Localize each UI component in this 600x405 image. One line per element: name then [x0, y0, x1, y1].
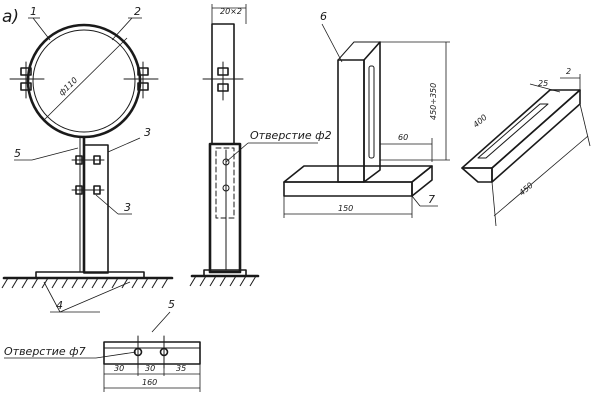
plate-dim-1: 30 — [114, 364, 124, 373]
plate-dim-3: 35 — [176, 364, 186, 373]
angle-thickness-dim: 2 — [566, 67, 571, 76]
hole-note-side: Отверстие ф2 — [250, 129, 332, 142]
angle-profile: 2 25 400 450 — [461, 67, 591, 227]
callout-3-lower: 3 — [124, 201, 131, 214]
callout-2: 2 — [134, 5, 141, 18]
bracket-base-front — [283, 181, 413, 197]
post-bracket — [83, 144, 109, 274]
callout-7: 7 — [428, 193, 435, 206]
plate-dim-2: 30 — [145, 364, 155, 373]
bracket-base-top — [283, 165, 433, 183]
detail-plate — [103, 341, 201, 365]
side-bracket — [208, 142, 242, 274]
callout-4: 4 — [56, 299, 63, 312]
base-width-dim: 150 — [338, 204, 353, 213]
bracket-slot — [368, 65, 375, 159]
plate-detail: 5 Отверстие ф7 30 30 35 160 — [4, 298, 201, 392]
bracket-isometric: 6 450÷350 60 150 7 — [283, 10, 450, 218]
right-clamp-bolt — [123, 61, 159, 99]
left-clamp-bolt — [9, 61, 45, 99]
figure-label: a) — [2, 7, 19, 27]
angle-slot — [477, 103, 549, 159]
callout-5-left: 5 — [14, 147, 21, 160]
side-view: 20×2 Отверстие ф2 — [189, 4, 332, 287]
floor-hatching — [1, 277, 169, 289]
side-floor-hatching — [189, 275, 257, 287]
post-bolt-lower — [71, 185, 105, 195]
bracket-plate-side — [363, 41, 381, 183]
bracket-plate-front — [337, 59, 365, 183]
pipe-diameter-label: ф110 — [57, 76, 79, 98]
pipe-clamp-inner — [32, 29, 136, 133]
hole-note-plate: Отверстие ф7 — [4, 345, 86, 358]
diameter-line — [43, 37, 128, 121]
plate-hole-2 — [159, 347, 169, 357]
side-width-dim: 20×2 — [220, 7, 242, 16]
callout-3-upper: 3 — [144, 126, 151, 139]
bracket-height-dim: 450÷350 — [429, 83, 438, 120]
callout-5-plate: 5 — [168, 298, 175, 311]
bracket-offset-dim: 60 — [398, 133, 408, 142]
post-bolt-upper — [71, 155, 105, 165]
callout-1: 1 — [30, 5, 37, 18]
angle-slot-dim: 400 — [471, 113, 488, 130]
angle-width-dim: 25 — [538, 79, 548, 88]
callout-6: 6 — [320, 10, 327, 23]
plate-dim-total: 160 — [142, 378, 157, 387]
angle-flange — [491, 89, 581, 183]
front-view: a) ф110 1 2 — [1, 5, 174, 313]
